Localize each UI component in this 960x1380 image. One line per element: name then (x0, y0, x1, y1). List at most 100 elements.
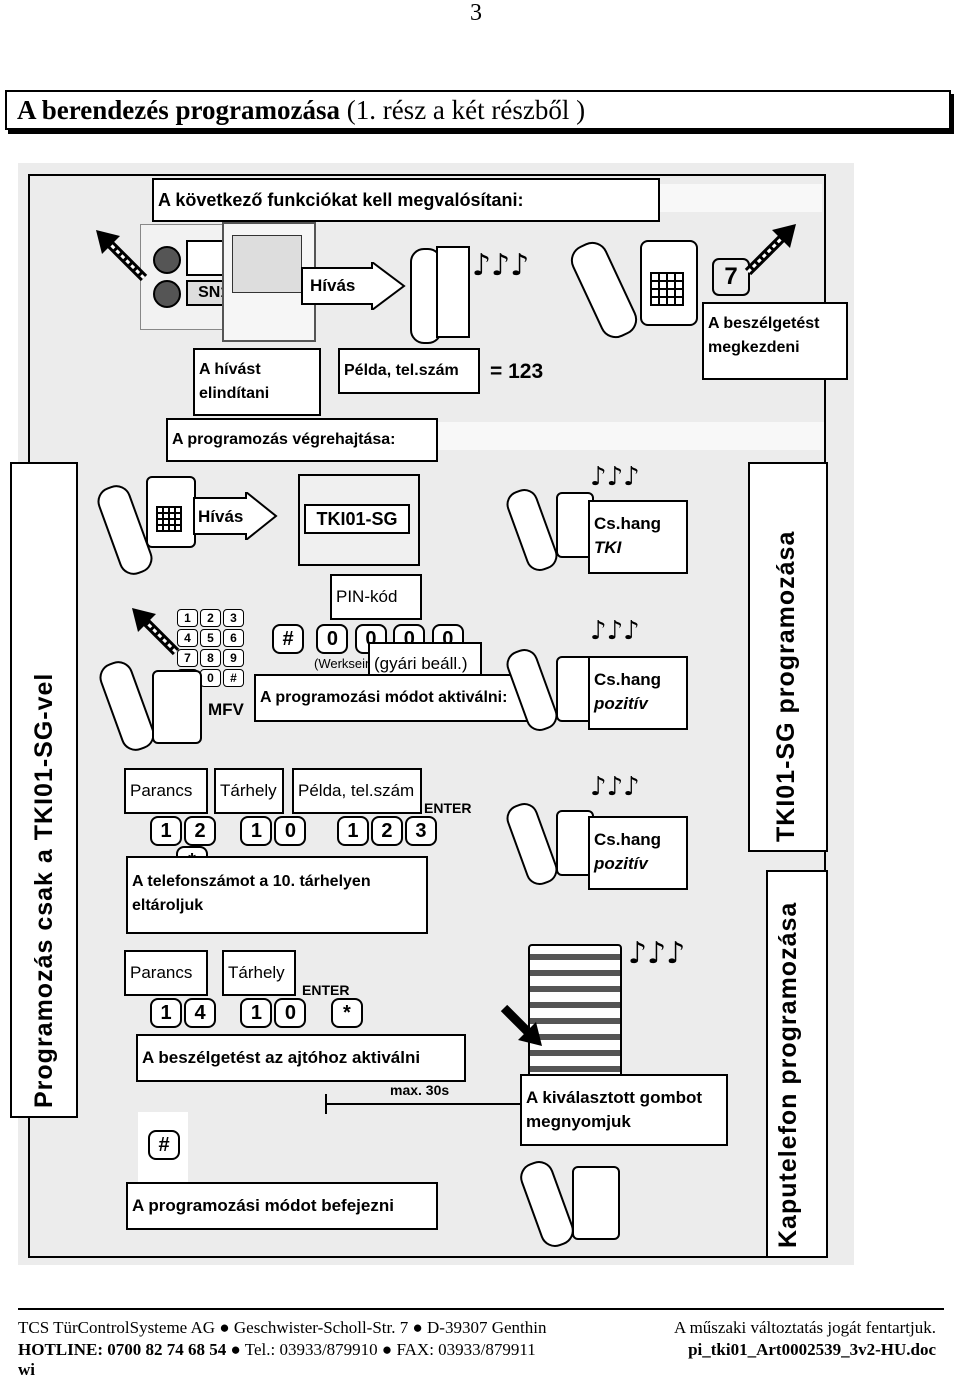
activate-door-label: A beszélgetést az ajtóhoz aktiválni (136, 1034, 466, 1082)
skey-7: 7 (177, 649, 198, 667)
functions-title: A következő funkciókat kell megvalósítan… (152, 178, 660, 222)
phone-base-4-icon (152, 670, 202, 744)
command-label-2: Parancs (124, 950, 208, 996)
r1-slot-0: 0 (274, 816, 307, 846)
skey-6: 6 (223, 629, 244, 647)
programming-exec-strip (438, 422, 824, 450)
music-notes-5-icon: ♪♪♪ (628, 936, 686, 971)
right-vertical-box-2 (766, 870, 828, 1258)
storage-label-2: Tárhely (222, 950, 296, 996)
begin-conversation-label: A beszélgetést megkezdeni (702, 302, 848, 380)
press-arrow-icon (96, 230, 148, 282)
press-arrow-4-icon (500, 1004, 542, 1046)
storage-label-1: Tárhely (214, 768, 284, 814)
right-vertical-label-2: Kaputelefon programozása (774, 901, 802, 1248)
left-vertical-box (10, 462, 78, 1118)
r1-cmd-1: 1 (150, 816, 182, 846)
call-arrow-icon (301, 262, 406, 310)
footer-dot-2: ● (412, 1318, 428, 1337)
press-button-label: A kiválasztott gombot megnyomjuk (520, 1074, 728, 1146)
page-number: 3 (470, 0, 482, 26)
tone-2-line-2: pozitív (594, 694, 648, 713)
door-station-icon (528, 944, 622, 1084)
call-label-top: Hívás (310, 276, 356, 295)
footer-street: Geschwister-Scholl-Str. 7 (233, 1318, 409, 1337)
example-number-main: Példa, tel.szám (292, 768, 422, 814)
finish-mode-label: A programozási módot befejezni (126, 1182, 438, 1230)
page-title-rest: (1. rész a két részből ) (339, 95, 586, 125)
command-label-1: Parancs (124, 768, 208, 814)
skey-0: 0 (200, 669, 221, 687)
footer-wi: wi (18, 1360, 35, 1379)
equals-value: = 123 (490, 360, 544, 383)
tone-box-3: Cs.hang pozitív (588, 816, 688, 890)
music-notes-4-icon: ♪♪♪ (590, 772, 640, 802)
r2-cmd-4: 4 (184, 998, 216, 1028)
call-label-main: Hívás (198, 507, 244, 526)
pin-code-label: PIN-kód (330, 574, 422, 620)
tone-3-line-2: pozitív (594, 854, 648, 873)
keypad-grid-3-icon (156, 506, 182, 532)
enter-label-2: ENTER (302, 982, 350, 998)
circuit-board-chip (232, 235, 302, 293)
tone-box-1: Cs.hang TKI (588, 500, 688, 574)
footer-dot-1: ● (219, 1318, 234, 1337)
tone-2-line-1: Cs.hang (594, 670, 662, 689)
pin-key-hash: # (272, 624, 304, 654)
skey-3: 3 (223, 609, 244, 627)
music-notes-2-icon: ♪♪♪ (590, 462, 640, 492)
music-notes-1-icon: ♪♪♪ (472, 248, 530, 283)
tone-1-line-1: Cs.hang (594, 514, 662, 533)
tone-3-line-1: Cs.hang (594, 830, 662, 849)
footer-dot-4: ● (381, 1340, 397, 1359)
hash-key: # (148, 1130, 180, 1160)
footer-rule (18, 1308, 944, 1310)
tone-box-2: Cs.hang pozitív (588, 656, 688, 730)
footer-city: D-39307 Genthin (427, 1318, 547, 1337)
activate-mode-label: A programozási módot aktiválni: (254, 674, 534, 722)
tki-device-label: TKI01-SG (304, 504, 410, 534)
footer-company: TCS TürControlSysteme AG (18, 1318, 216, 1337)
tone-1-line-2: TKI (594, 538, 622, 557)
phone-base-6-icon (556, 656, 594, 722)
enter-label-1: ENTER (424, 800, 472, 816)
r1-num-1: 1 (336, 816, 369, 846)
functions-title-strip (660, 184, 822, 212)
phone-base-8-icon (572, 1166, 620, 1240)
sn1008-led-green (153, 280, 181, 308)
skey-2: 2 (200, 609, 221, 627)
max-time-bracket (325, 1094, 531, 1114)
footer-line-2: HOTLINE: 0700 82 74 68 54 ● Tel.: 03933/… (18, 1340, 944, 1360)
r2-cmd-1: 1 (150, 998, 182, 1028)
music-notes-3-icon: ♪♪♪ (590, 616, 640, 646)
footer-tel: Tel.: 03933/879910 (244, 1340, 378, 1359)
store-text: A telefonszámot a 10. tárhelyen eltárolj… (126, 856, 428, 934)
start-call-label: A hívást elindítani (193, 348, 321, 416)
left-vertical-label: Programozás csak a TKI01-SG-vel (30, 672, 58, 1108)
phone-base-1-icon (436, 246, 470, 338)
keypad-grid-2-icon (650, 272, 684, 306)
right-vertical-label-1: TKI01-SG programozása (772, 530, 800, 842)
skey-1: 1 (177, 609, 198, 627)
key-7: 7 (712, 258, 750, 296)
skey-4: 4 (177, 629, 198, 647)
werksein-label: (Werksein (314, 656, 373, 671)
press-arrow-2-icon (744, 224, 796, 276)
page-title-bold: A berendezés programozása (17, 95, 340, 125)
r2-slot-1: 1 (240, 998, 273, 1028)
footer-rights: A műszaki változtatás jogát fentartjuk. (673, 1318, 936, 1337)
skey-8: 8 (200, 649, 221, 667)
skey-9: 9 (223, 649, 244, 667)
footer-docname: pi_tki01_Art0002539_3v2-HU.doc (688, 1340, 936, 1359)
pin-key-0a: 0 (316, 624, 349, 654)
phone-base-5-icon (556, 492, 594, 558)
programming-exec-label: A programozás végrehajtása: (166, 418, 438, 462)
r1-num-3: 3 (404, 816, 437, 846)
mfv-label: MFV (208, 700, 244, 719)
max-time-label: max. 30s (390, 1082, 450, 1098)
r1-num-2: 2 (370, 816, 403, 846)
r1-slot-1: 1 (240, 816, 273, 846)
r2-enter-star: * (330, 998, 363, 1028)
right-vertical-box-1 (748, 462, 828, 852)
skey-hash: # (223, 669, 244, 687)
